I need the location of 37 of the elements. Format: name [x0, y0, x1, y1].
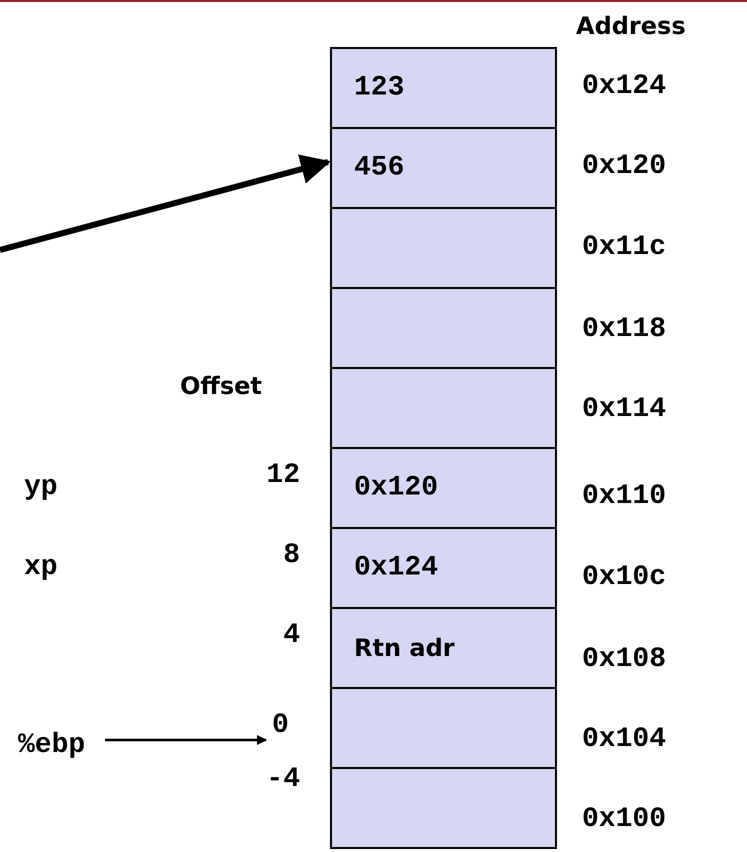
address-label: 0x118 — [582, 316, 666, 344]
memory-cell — [330, 367, 557, 449]
cell-value: 0x120 — [354, 472, 438, 504]
cell-value: 456 — [354, 152, 404, 184]
address-label: 0x108 — [582, 646, 666, 674]
variable-label: yp — [24, 474, 58, 502]
address-label: 0x114 — [582, 396, 666, 424]
memory-cell — [330, 447, 557, 529]
offset-label: 12 — [266, 462, 300, 490]
address-label: 0x10c — [582, 564, 666, 592]
memory-cell — [330, 687, 557, 769]
memory-cell — [330, 127, 557, 209]
memory-cell — [330, 207, 557, 289]
variable-label: xp — [24, 554, 58, 582]
cell-value: 0x124 — [354, 552, 438, 584]
memory-cell — [330, 287, 557, 369]
address-label: 0x104 — [582, 726, 666, 754]
memory-cell — [330, 767, 557, 849]
memory-cell — [330, 527, 557, 609]
offset-label: 8 — [283, 542, 300, 570]
cell-value: Rtn adr — [354, 634, 455, 662]
memory-cell — [330, 607, 557, 689]
register-label: %ebp — [18, 732, 86, 760]
column-heading: Address — [576, 14, 686, 38]
address-label: 0x120 — [582, 153, 666, 181]
address-label: 0x11c — [582, 234, 666, 262]
column-heading: Offset — [180, 374, 262, 398]
address-label: 0x110 — [582, 483, 666, 511]
offset-label: -4 — [266, 766, 300, 794]
address-label: 0x124 — [582, 73, 666, 101]
address-label: 0x100 — [582, 806, 666, 834]
offset-label: 0 — [272, 712, 289, 740]
offset-label: 4 — [283, 622, 300, 650]
arrow — [105, 735, 267, 745]
cell-value: 123 — [354, 72, 404, 104]
pointer-arrow — [0, 154, 331, 253]
memory-cell — [330, 47, 557, 129]
